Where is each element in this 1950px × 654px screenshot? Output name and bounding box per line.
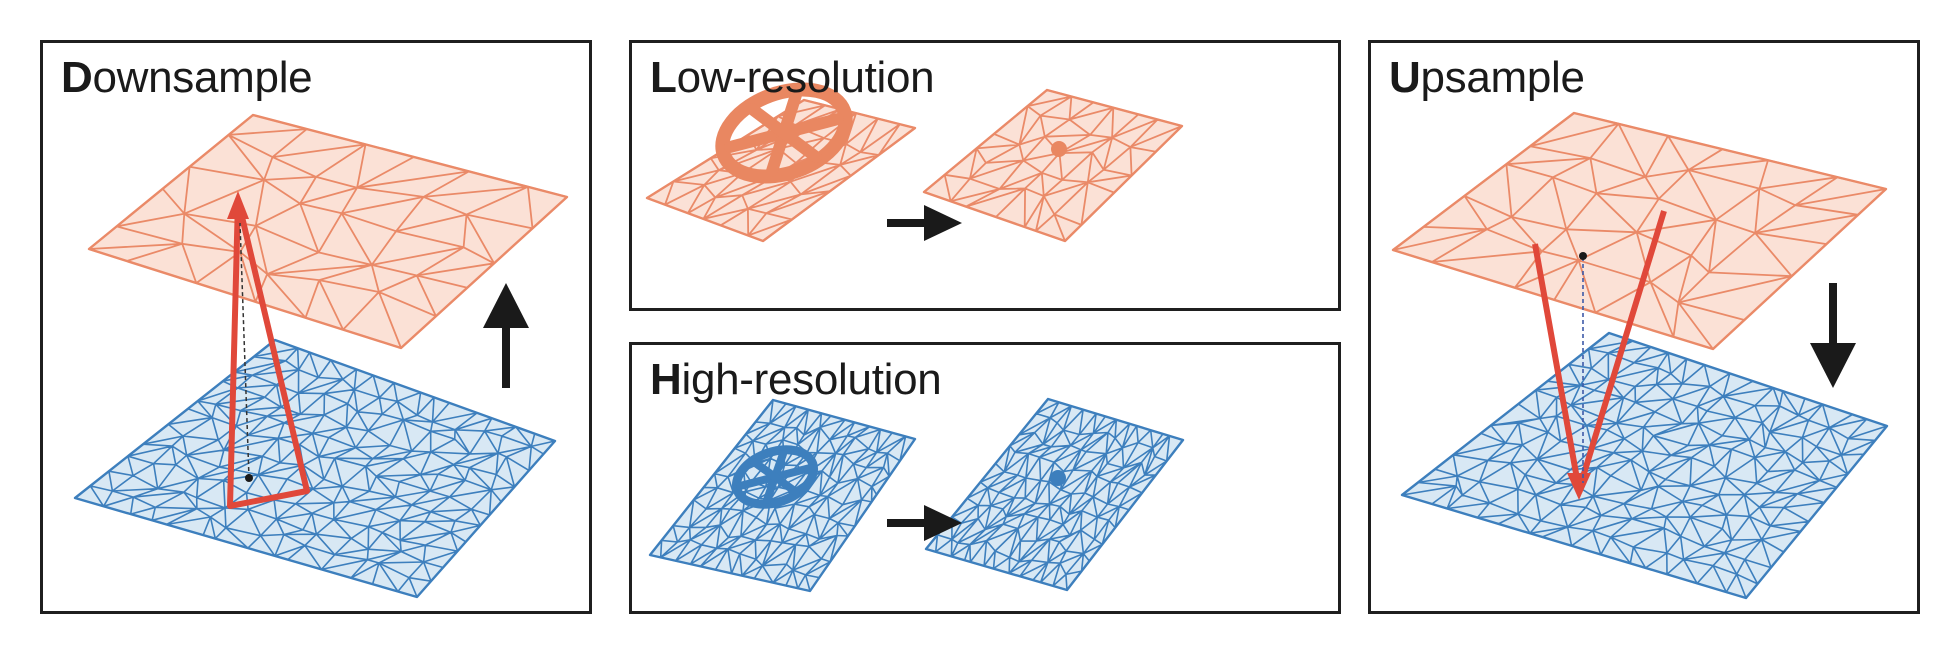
downsample-panel: Downsample — [40, 40, 592, 614]
mesh-outline — [922, 88, 1184, 243]
result-point — [1051, 141, 1067, 157]
mesh-edges — [1392, 112, 1887, 350]
high-resolution-panel: High-resolution — [629, 342, 1341, 614]
query-point — [245, 474, 253, 482]
coarse-mesh — [87, 113, 569, 350]
kernel-stencil-icon — [731, 445, 819, 509]
coarse-mesh — [1391, 111, 1888, 351]
mesh-outline — [73, 338, 557, 599]
fine-mesh-after — [924, 397, 1185, 592]
high-resolution-figure — [648, 397, 1185, 593]
fine-mesh-before — [648, 398, 917, 593]
fine-mesh — [1400, 331, 1889, 600]
low-resolution-figure — [645, 82, 1184, 243]
projection-line — [239, 222, 250, 479]
mapping-arrowhead — [227, 191, 249, 219]
arrow-right-head — [924, 505, 962, 541]
mesh-edges — [88, 114, 568, 349]
down-arrow-head — [1810, 343, 1856, 388]
kernel-stencil-icon — [715, 82, 853, 184]
mapping-arrowhead — [1567, 473, 1591, 500]
fine-mesh — [73, 338, 557, 599]
upsample-panel: Upsample — [1368, 40, 1920, 614]
panel-title: Downsample — [61, 53, 313, 102]
mesh-edges — [923, 89, 1183, 242]
upsample-figure — [1391, 111, 1889, 600]
downsample-figure — [73, 113, 569, 599]
panel-title: Low-resolution — [650, 53, 935, 102]
panel-title: Upsample — [1389, 53, 1585, 102]
arrow-right-head — [924, 205, 962, 241]
mesh-edges — [74, 339, 556, 598]
mesh-edges — [1401, 332, 1888, 599]
mapping-triangle — [227, 197, 310, 509]
panel-title: High-resolution — [650, 355, 942, 404]
coarse-mesh-after — [922, 88, 1184, 243]
mesh-edges — [925, 398, 1184, 591]
low-resolution-panel: Low-resolution — [629, 40, 1341, 311]
query-point — [1579, 252, 1587, 260]
mesh-outline — [1400, 331, 1889, 600]
result-point — [1050, 470, 1066, 486]
up-arrow-head — [483, 283, 529, 328]
